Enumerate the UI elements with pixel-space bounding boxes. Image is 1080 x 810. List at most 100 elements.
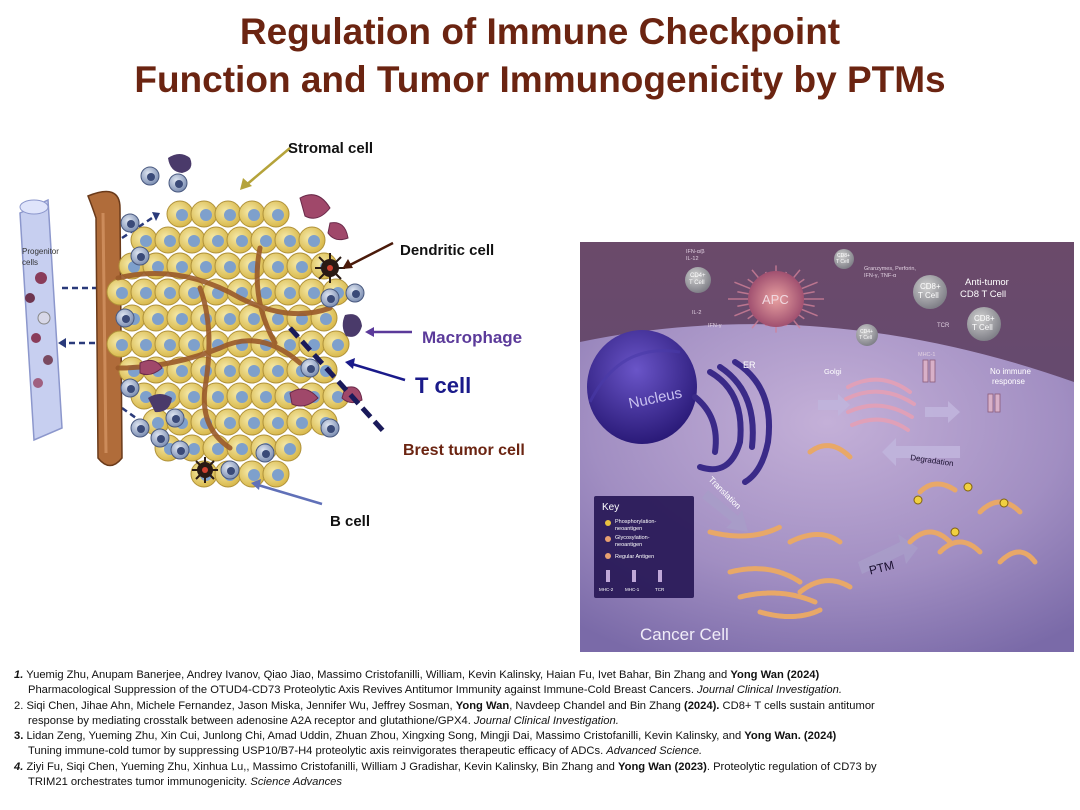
immune-cell-nucleus [352,290,360,298]
antigen-chain [707,524,783,539]
apc-label: APC [762,292,789,307]
reference-3-line2: Tuning immune-cold tumor by suppressing … [28,745,703,758]
il2-label: IL-2 [692,310,701,316]
tumor-cell-nucleus [212,391,224,403]
key-legend [594,496,694,598]
mhc1-label: MHC-1 [918,352,935,358]
tumor-cell-nucleus [224,261,236,273]
antigen-chain [907,529,953,545]
tumor-cell-nucleus [272,313,284,325]
macrophage-label: Macrophage [422,328,522,347]
immune-cell-nucleus [307,365,315,373]
key-mhc1: MHC-1 [625,587,640,592]
tumor-cell-label: Brest tumor cell [403,442,525,459]
tumor-cell-nucleus [260,391,272,403]
antigen-chain [797,578,853,595]
key-tcr: TCR [655,587,665,592]
tumor-cell-nucleus [308,287,320,299]
antigen-chain [737,590,818,605]
tumor-cell-nucleus [260,235,272,247]
tumor-cell-nucleus [116,287,128,299]
tumor-cell-nucleus [236,443,248,455]
tumor-cell-nucleus [188,339,200,351]
tumor-cell-nucleus [272,417,284,429]
reference-4: 4. Ziyi Fu, Siqi Chen, Yueming Zhu, Xinh… [14,760,877,773]
tumor-cell-nucleus [116,339,128,351]
tumor-cell-nucleus [176,313,188,325]
tumor-cell-nucleus [248,417,260,429]
tumor-cell-nucleus [248,313,260,325]
tumor-mass [106,200,350,488]
phospho-marker [913,495,923,505]
phospho-marker [999,498,1009,508]
tumor-cell-nucleus [272,209,284,221]
tumor-cell-nucleus [152,313,164,325]
title-line-2: Function and Tumor Immunogenicity by PTM… [134,59,946,100]
granzymes-label: Granzymes, Perforin,IFN-γ, TNF-α [864,266,916,279]
reference-1: 1. Yuemig Zhu, Anupam Banerjee, Andrey I… [14,669,820,681]
anti-tumor-cd8-tcells [913,275,1001,341]
apc-cell [728,265,824,333]
tumor-cell-nucleus [296,261,308,273]
immune-cell-nucleus [227,467,235,475]
tcell-infiltration-arrow [288,326,387,435]
tumor-cell-nucleus [224,209,236,221]
tumor-cell-nucleus [236,391,248,403]
tumor-cell-nucleus [176,365,188,377]
cancer-cell-label: Cancer Cell [640,625,729,644]
antigen-chain [917,481,958,495]
golgi [844,377,916,432]
key-item-regular: Regular Antigen [615,554,654,560]
immune-cell-nucleus [137,253,145,261]
tumor-cell-nucleus [140,235,152,247]
tumor-cell-nucleus [272,469,284,481]
tumor-cell-nucleus [164,339,176,351]
tumor-cell-nucleus [200,209,212,221]
reference-1-line2: Pharmacological Suppression of the OTUD4… [28,684,842,697]
tumor-cell-nucleus [248,365,260,377]
membrane-receptors [922,359,1001,413]
tcr-label: TCR [937,323,950,329]
immune-cell-nucleus [175,180,183,188]
tumor-cell-nucleus [140,287,152,299]
tcell-label: T cell [415,373,471,398]
key-title: Key [602,502,619,513]
antigen-chain [807,443,853,460]
antigen-chain [787,532,843,545]
title-line-1: Regulation of Immune Checkpoint [239,11,841,52]
tumor-cell-nucleus [320,313,332,325]
macrophage-cells [148,154,362,413]
tumor-cell-nucleus [152,261,164,273]
reference-2-line2: response by mediating crosstalk between … [28,714,619,727]
dendritic-cell-label: Dendritic cell [400,242,494,259]
immune-cell-nucleus [172,415,180,423]
phospho-marker [950,527,960,537]
tumor-cell-nucleus [212,235,224,247]
tumor-cell-nucleus [212,443,224,455]
endoplasmic-reticulum [692,359,772,485]
antigen-chain [727,566,803,585]
references: 1. Yuemig Zhu, Anupam Banerjee, Andrey I… [14,668,1074,790]
tumor-cell-nucleus [248,469,260,481]
reference-4-line2: TRIM21 orchestrates tumor immunogenicity… [28,776,342,789]
immune-cell-nucleus [127,220,135,228]
tumor-cell-nucleus [188,443,200,455]
cd8-small-tcell [834,249,854,269]
antigen-chain [757,607,823,619]
tumor-cell-nucleus [188,235,200,247]
stromal-cell-label: Stromal cell [288,140,373,157]
stromal-cells [139,194,363,407]
antigen-chain [997,549,1038,565]
tumor-cell-nucleus [140,339,152,351]
cd4-tcell-2-label: CD4+T Cell [859,329,873,341]
immune-cell-nucleus [127,385,135,393]
tumor-cell-nucleus [224,365,236,377]
immune-cell-nucleus [157,435,165,443]
tumor-cell-nucleus [284,287,296,299]
antigen-chain [937,539,983,555]
